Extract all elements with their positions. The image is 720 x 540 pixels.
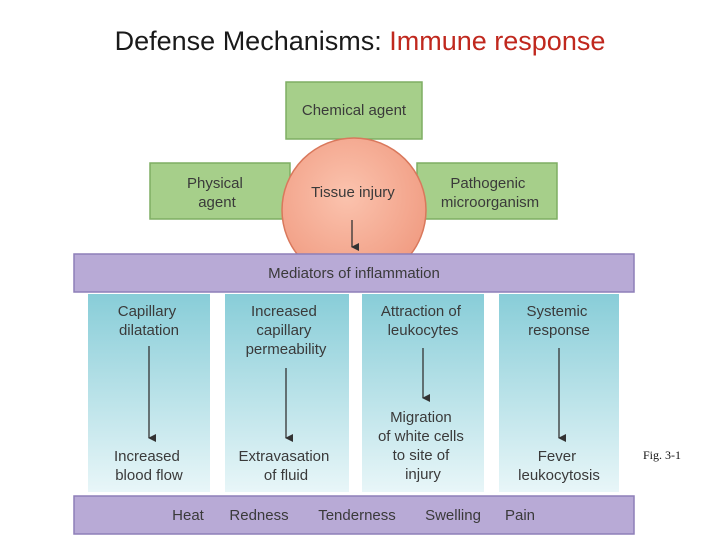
physical-agent-line-2: agent [198, 194, 236, 211]
col3-bottom-label: Migration of white cells to site of inju… [378, 409, 468, 483]
title-accent: Immune response [389, 26, 606, 56]
col4-top-label: Systemic response [526, 303, 591, 339]
col2-bottom-line-1: Extravasation [238, 448, 329, 465]
figure-caption: Fig. 3-1 [643, 448, 682, 462]
col2-top-label: Increased capillary permeability [246, 303, 327, 358]
physical-agent-line-1: Physical [187, 175, 243, 192]
col2-top-line-2: capillary [256, 322, 312, 339]
inflammation-diagram: Chemical agent Physical agent Tissue inj… [73, 81, 635, 535]
col2-bottom-line-2: of fluid [264, 467, 308, 484]
col2-top-line-3: permeability [246, 341, 327, 358]
title-main: Defense Mechanisms: [114, 26, 390, 56]
col4-bottom-line-2: leukocytosis [518, 467, 600, 484]
slide-title: Defense Mechanisms: Immune response [0, 26, 720, 57]
col3-bottom-line-4: injury [405, 466, 441, 483]
col3-bottom-line-3: to site of [393, 447, 451, 464]
col2-top-line-1: Increased [251, 303, 317, 320]
mediators-label: Mediators of inflammation [268, 265, 440, 282]
pathogenic-line-1: Pathogenic [450, 175, 526, 192]
col4-top-line-2: response [528, 322, 590, 339]
signs-bar [73, 495, 635, 535]
col4-bottom-line-1: Fever [538, 448, 576, 465]
col1-bottom-line-1: Increased [114, 448, 180, 465]
col3-top-line-2: leukocytes [388, 322, 459, 339]
physical-agent-label: Physical agent [187, 175, 247, 211]
mediators-line: Mediators of inflammation [268, 265, 440, 282]
col1-top-line-1: Capillary [118, 303, 177, 320]
col1-top-line-2: dilatation [119, 322, 179, 339]
mediators-bar [73, 253, 635, 293]
sign-tenderness: Tenderness [318, 507, 396, 524]
col3-top-line-1: Attraction of [381, 303, 462, 320]
pathogenic-line-2: microorganism [441, 194, 539, 211]
col1-bottom-line-2: blood flow [115, 467, 183, 484]
col2-bottom-label: Extravasation of fluid [238, 448, 333, 484]
col3-bottom-line-2: of white cells [378, 428, 464, 445]
chemical-agent-label: Chemical agent [302, 102, 407, 119]
col4-top-line-1: Systemic [526, 303, 587, 320]
pathogenic-microorganism-box [416, 162, 558, 220]
sign-heat: Heat [172, 507, 205, 524]
sign-redness: Redness [229, 507, 288, 524]
col3-top-label: Attraction of leukocytes [381, 303, 465, 339]
col1-top-label: Capillary dilatation [118, 303, 181, 339]
col4-bottom-label: Fever leukocytosis [518, 448, 600, 484]
col1-bottom-label: Increased blood flow [114, 448, 184, 484]
col3-bottom-line-1: Migration [390, 409, 452, 426]
sign-swelling: Swelling [425, 507, 481, 524]
pathogenic-label: Pathogenic microorganism [441, 175, 539, 211]
chemical-agent-line: Chemical agent [302, 102, 407, 119]
column-capillary-permeability [225, 294, 349, 492]
chemical-agent-box [285, 81, 423, 140]
tissue-injury-label: Tissue injury [311, 184, 395, 201]
physical-agent-box [149, 162, 291, 220]
sign-pain: Pain [505, 507, 535, 524]
tissue-injury-line: Tissue injury [311, 184, 395, 201]
